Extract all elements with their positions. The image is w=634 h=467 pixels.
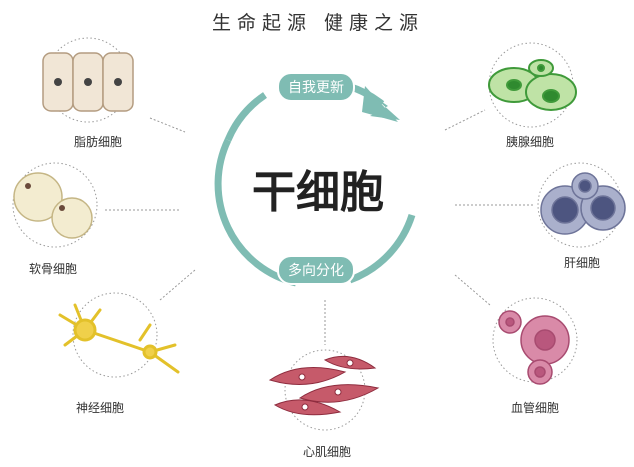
differentiation-badge: 多向分化 bbox=[277, 255, 355, 285]
cartilage-cell-icon bbox=[13, 172, 93, 239]
pancreas-cell-icon bbox=[488, 59, 577, 111]
fat-cell-label: 脂肪细胞 bbox=[73, 135, 123, 149]
center-label: 干细胞 bbox=[252, 167, 384, 218]
pancreas-cell-label: 胰腺细胞 bbox=[505, 135, 555, 149]
vascular-cell-icon bbox=[498, 310, 570, 385]
fat-cell-icon bbox=[42, 52, 134, 112]
vascular-cell-label: 血管细胞 bbox=[510, 401, 560, 415]
nerve-cell-label: 神经细胞 bbox=[75, 401, 125, 415]
liver-cell-icon bbox=[540, 172, 626, 235]
liver-cell-label: 肝细胞 bbox=[563, 256, 601, 270]
cardiac-cell-label: 心肌细胞 bbox=[302, 445, 352, 459]
page-title: 生命起源 健康之源 bbox=[211, 12, 425, 34]
connector-lines bbox=[105, 109, 535, 345]
cardiac-cell-icon bbox=[268, 355, 380, 416]
nerve-cell-icon bbox=[58, 303, 180, 374]
self-renewal-badge: 自我更新 bbox=[277, 72, 355, 102]
cartilage-cell-label: 软骨细胞 bbox=[28, 262, 78, 276]
